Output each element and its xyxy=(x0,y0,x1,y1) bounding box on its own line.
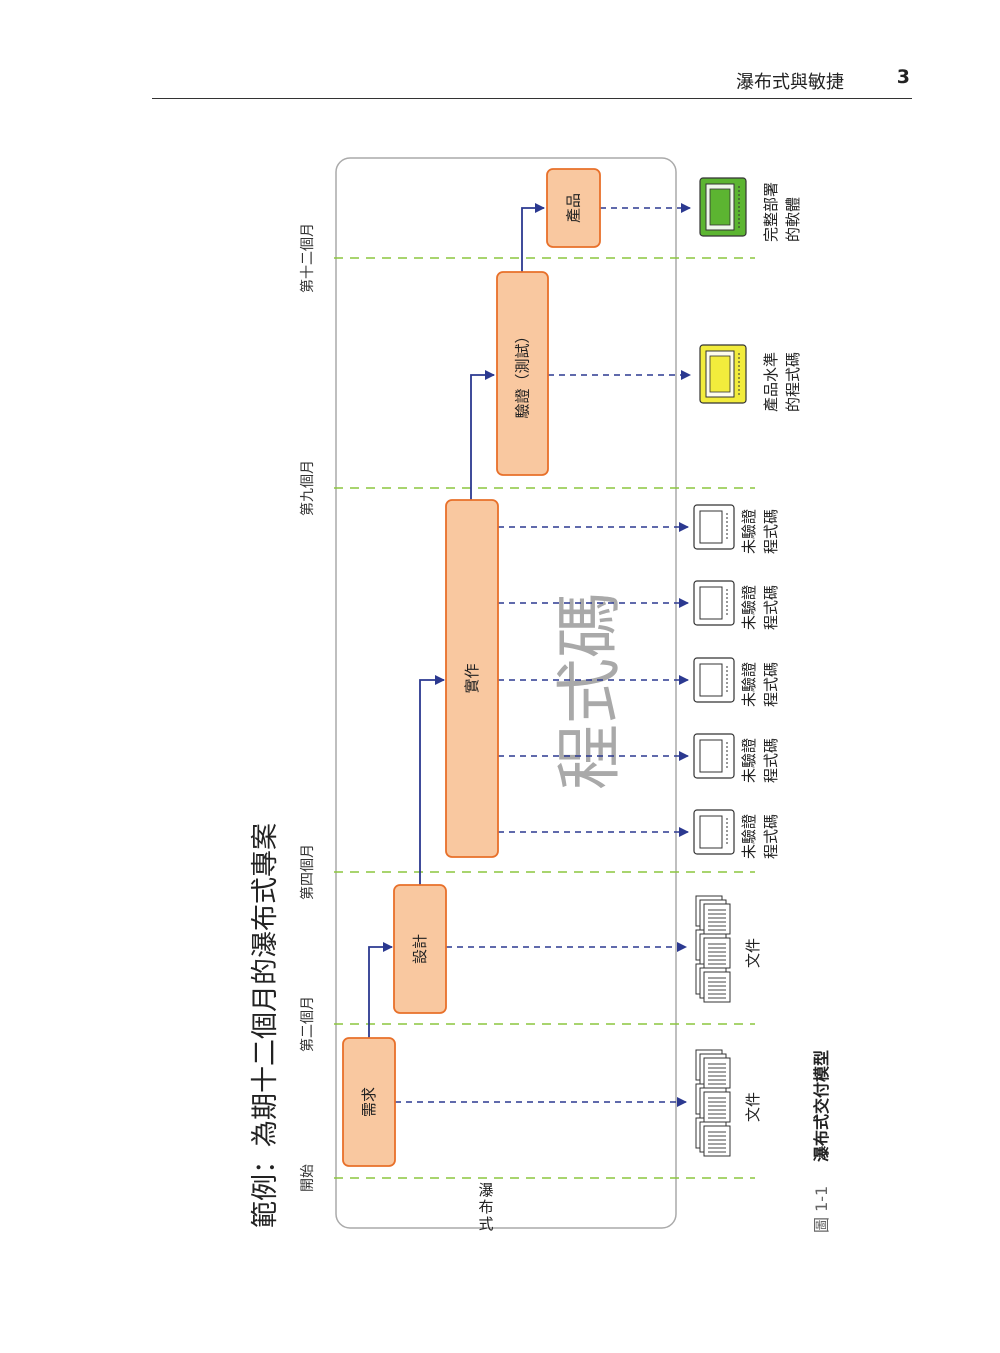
unverified-code-label-1-line2: 程式碼 xyxy=(762,585,780,630)
product-code-label-line2: 的程式碼 xyxy=(784,352,802,412)
deployed-software-monitor xyxy=(699,177,747,237)
phase-box-1: 設計 xyxy=(393,884,447,1014)
figure-title: 範例：為期十二個月的瀑布式專案 xyxy=(250,823,281,1228)
phase-label-2: 實作 xyxy=(463,663,481,693)
deliverable-arrows xyxy=(395,203,691,1107)
unverified-code-label-0-line1: 未驗證 xyxy=(740,509,758,554)
chapter-title: 瀑布式與敏捷 xyxy=(736,72,844,93)
unverified-code-label-3-line2: 程式碼 xyxy=(762,738,780,783)
phase-label-1: 設計 xyxy=(411,934,429,964)
design-docs: 文件 xyxy=(695,895,762,1003)
unverified-code-monitor-2 xyxy=(693,657,735,703)
product-code-label-line1: 產品水準 xyxy=(762,352,780,412)
unverified-code-label-3-line1: 未驗證 xyxy=(740,738,758,783)
requirements-docs: 文件 xyxy=(695,1049,762,1157)
product-code-monitor xyxy=(699,344,747,404)
section-label-text: 瀑布式 xyxy=(478,1181,493,1233)
unverified-code-monitor-4 xyxy=(693,809,735,855)
phase-box-2: 實作 xyxy=(445,499,499,858)
unverified-code-label-1-line1: 未驗證 xyxy=(740,585,758,630)
caption-text: 瀑布式交付模型 xyxy=(812,1050,831,1162)
unverified-code-monitor-0 xyxy=(693,504,735,550)
phase-label-3: 驗證（測試） xyxy=(514,328,532,418)
phase-label-4: 產品 xyxy=(565,193,583,223)
phase-box-4: 產品 xyxy=(546,168,601,248)
swimlane-frame xyxy=(335,157,677,1229)
unverified-code-monitor-1 xyxy=(693,580,735,626)
deployed-software-label-line2: 的軟體 xyxy=(784,197,802,242)
figure-caption: 圖 1-1 瀑布式交付模型 xyxy=(812,1050,831,1233)
unverified-code-label-0-line2: 程式碼 xyxy=(762,509,780,554)
section-label: 瀑布式 xyxy=(478,1181,493,1233)
unverified-code-label-2-line1: 未驗證 xyxy=(740,662,758,707)
watermark-text: 程式碼 xyxy=(551,592,628,790)
unverified-code-monitor-3 xyxy=(693,733,735,779)
milestone-label-0: 開始 xyxy=(300,1164,316,1192)
milestone-label-3: 第九個月 xyxy=(299,460,316,516)
milestone-label-4: 第十二個月 xyxy=(299,223,316,293)
phase-box-3: 驗證（測試） xyxy=(496,271,549,476)
phase-box-0: 需求 xyxy=(342,1037,396,1167)
phase-label-0: 需求 xyxy=(360,1087,378,1117)
milestone-label-2: 第四個月 xyxy=(299,844,316,900)
page-header: 瀑布式與敏捷 3 xyxy=(152,62,912,99)
docs-label-2: 文件 xyxy=(744,938,762,968)
page-number: 3 xyxy=(896,66,910,88)
unverified-code-label-2-line2: 程式碼 xyxy=(762,662,780,707)
phase-connectors xyxy=(368,203,545,1038)
caption-number: 圖 1-1 xyxy=(812,1186,831,1233)
unverified-code-label-4-line2: 程式碼 xyxy=(762,814,780,859)
milestone-label-1: 第二個月 xyxy=(299,996,316,1052)
docs-label-1: 文件 xyxy=(744,1092,762,1122)
deployed-software-label-line1: 完整部署 xyxy=(762,182,780,242)
unverified-code-label-4-line1: 未驗證 xyxy=(740,814,758,859)
